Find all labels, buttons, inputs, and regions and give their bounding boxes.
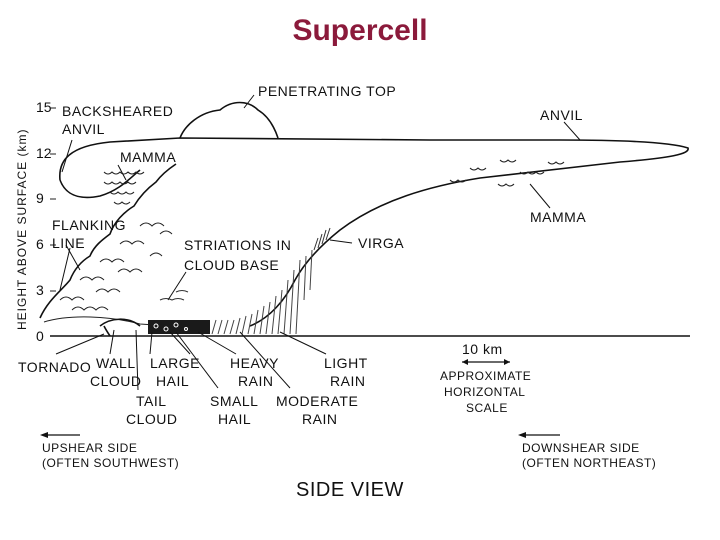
downshear-arrow — [518, 432, 560, 438]
backsheared-underside — [59, 169, 141, 199]
label-large-hail-2: HAIL — [156, 373, 189, 389]
flanking-texture — [59, 222, 173, 311]
y-axis-ticks: 15 12 9 6 3 0 — [36, 99, 56, 344]
y-axis-label: HEIGHT ABOVE SURFACE (km) — [15, 129, 29, 330]
label-anvil: ANVIL — [540, 107, 583, 123]
label-scale-value: 10 km — [462, 341, 503, 357]
label-large-hail-1: LARGE — [150, 355, 200, 371]
label-striations-1: STRIATIONS IN — [184, 237, 291, 253]
label-side-view: SIDE VIEW — [296, 479, 404, 501]
label-penetrating-top: PENETRATING TOP — [258, 83, 396, 99]
anvil-outline — [59, 137, 689, 327]
label-downshear-2: (OFTEN NORTHEAST) — [522, 456, 656, 470]
label-tornado: TORNADO — [18, 359, 91, 375]
label-upshear-2: (OFTEN SOUTHWEST) — [42, 456, 179, 470]
label-small-hail-2: HAIL — [218, 411, 251, 427]
y-tick-3: 3 — [36, 282, 44, 298]
label-mamma-right: MAMMA — [530, 209, 586, 225]
label-downshear-1: DOWNSHEAR SIDE — [522, 441, 640, 455]
label-backsheared-2: ANVIL — [62, 121, 105, 137]
label-wall-1: WALL — [96, 355, 136, 371]
label-mamma-left: MAMMA — [120, 149, 176, 165]
label-small-hail-1: SMALL — [210, 393, 258, 409]
leader-lines — [55, 94, 581, 391]
flanking-line — [39, 163, 177, 319]
label-striations-2: CLOUD BASE — [184, 257, 279, 273]
label-tail-1: TAIL — [136, 393, 167, 409]
mamma-left — [103, 171, 145, 205]
wall-cloud — [99, 318, 141, 327]
label-upshear-1: UPSHEAR SIDE — [42, 441, 137, 455]
label-backsheared-1: BACKSHEARED — [62, 103, 173, 119]
virga-streaks — [313, 227, 331, 251]
tornado — [103, 325, 111, 337]
label-moderate-1: MODERATE — [276, 393, 358, 409]
label-virga: VIRGA — [358, 235, 404, 251]
y-tick-9: 9 — [36, 190, 44, 206]
penetrating-top — [179, 101, 279, 139]
label-moderate-2: RAIN — [302, 411, 337, 427]
label-light-rain-1: LIGHT — [324, 355, 368, 371]
label-tail-2: CLOUD — [126, 411, 178, 427]
label-light-rain-2: RAIN — [330, 373, 365, 389]
scale-bar — [462, 359, 510, 365]
y-tick-0: 0 — [36, 328, 44, 344]
label-flanking-1: FLANKING — [52, 217, 126, 233]
mamma-right — [449, 159, 565, 187]
upshear-arrow — [40, 432, 80, 438]
label-scale-2: HORIZONTAL — [444, 385, 525, 399]
page-title: Supercell — [292, 14, 428, 47]
label-scale-3: SCALE — [466, 401, 508, 415]
y-tick-15: 15 — [36, 99, 52, 115]
striations — [159, 290, 189, 301]
heavy-rain-hail-band — [148, 320, 210, 334]
y-tick-6: 6 — [36, 236, 44, 252]
label-heavy-rain-1: HEAVY — [230, 355, 279, 371]
label-scale-1: APPROXIMATE — [440, 369, 531, 383]
label-heavy-rain-2: RAIN — [238, 373, 273, 389]
rain-shafts — [211, 249, 313, 335]
label-flanking-2: LINE — [52, 235, 85, 251]
label-wall-2: CLOUD — [90, 373, 142, 389]
y-tick-12: 12 — [36, 145, 52, 161]
